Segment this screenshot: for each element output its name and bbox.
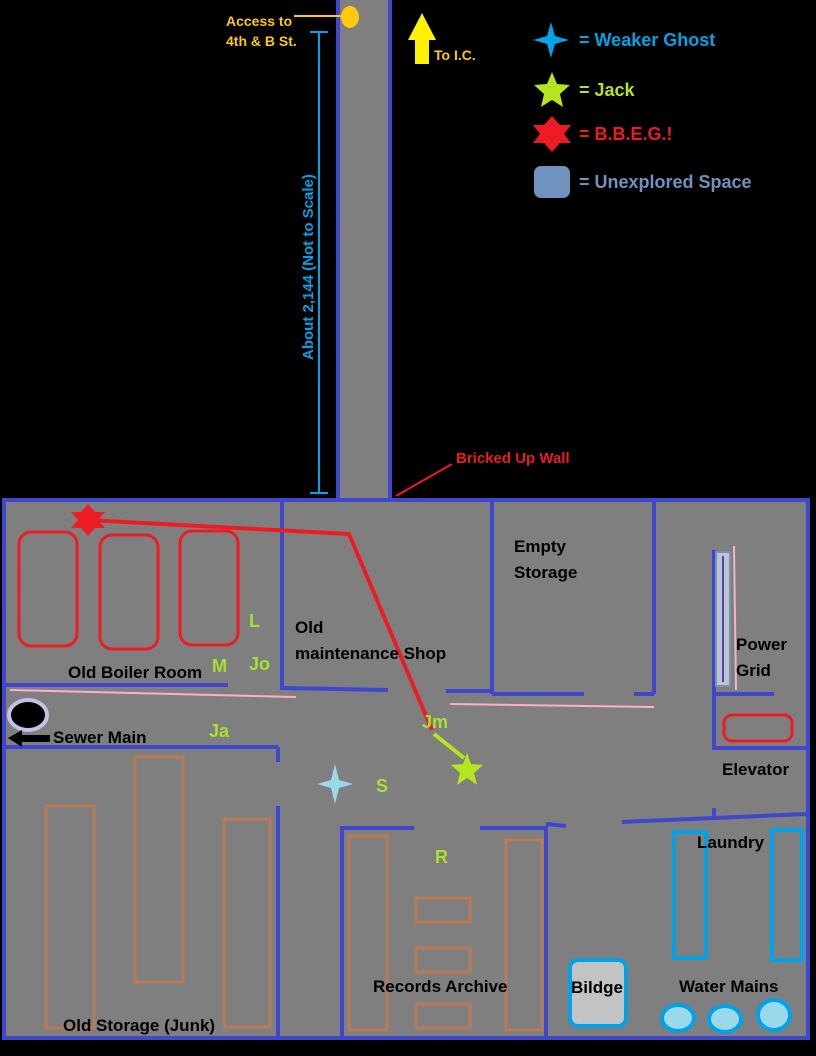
sewer-arrow-icon	[8, 730, 50, 747]
room-label-power-line1: Power	[736, 635, 787, 654]
archive-box	[414, 1002, 472, 1030]
bbeg-route	[87, 518, 434, 731]
archive-shelf	[504, 838, 544, 1032]
laundry-machine	[672, 830, 708, 960]
party-marker-l: L	[249, 611, 260, 631]
storage-rack	[222, 817, 272, 1029]
legend-weaker-ghost-label: = Weaker Ghost	[579, 30, 715, 50]
room-label-sewer: Sewer Main	[53, 728, 147, 747]
archive-box	[414, 946, 472, 974]
storage-rack	[44, 804, 96, 1030]
boilers	[17, 529, 240, 651]
legend-bbeg-icon	[533, 116, 571, 152]
room-label-laundry: Laundry	[697, 833, 765, 852]
room-label-empty-line1: Empty	[514, 537, 567, 556]
sewer-hole	[7, 698, 49, 732]
party-marker-ja: Ja	[209, 721, 230, 741]
up-arrow-icon	[408, 13, 436, 64]
bildge-tank	[568, 958, 628, 1028]
storage-racks	[44, 755, 544, 1032]
water-main-valve	[756, 998, 792, 1032]
water-main-valve	[707, 1004, 743, 1034]
bricked-wall-label: Bricked Up Wall	[456, 450, 570, 467]
jack-route	[432, 732, 466, 760]
room-label-empty-line2: Storage	[514, 563, 577, 582]
legend-unexplored-icon	[534, 166, 570, 198]
access-label-line1: Access to	[226, 13, 292, 29]
scale-bar	[310, 31, 328, 494]
party-marker-jm: Jm	[422, 712, 448, 732]
room-label-bildge: Bildge	[571, 978, 623, 997]
legend-bbeg-label: = B.B.E.G.!	[579, 124, 673, 144]
bricked-wall-pointer	[395, 463, 453, 497]
interior-walls	[6, 502, 807, 1038]
room-label-maintenance-line2: maintenance Shop	[295, 644, 446, 663]
party-marker-s: S	[376, 776, 388, 796]
party-marker-r: R	[435, 847, 448, 867]
room-label-elevator: Elevator	[722, 760, 789, 779]
access-hatch-icon	[341, 6, 359, 28]
storage-rack	[133, 755, 185, 984]
room-label-power-line2: Grid	[736, 661, 771, 680]
party-marker-jo: Jo	[249, 654, 270, 674]
legend-jack-icon	[534, 72, 570, 107]
pink-lines	[9, 545, 737, 708]
room-label-water: Water Mains	[679, 977, 779, 996]
tunnel-corridor	[338, 0, 390, 500]
room-label-maintenance-line1: Old	[295, 618, 323, 637]
party-marker-m: M	[212, 656, 227, 676]
legend-weaker-ghost-icon	[533, 22, 569, 58]
laundry-machines	[672, 828, 804, 962]
archive-shelf	[347, 834, 389, 1032]
legend-unexplored-label: = Unexplored Space	[579, 172, 752, 192]
water-mains	[660, 998, 792, 1034]
water-main-valve	[660, 1003, 696, 1033]
boiler-tank	[98, 533, 160, 651]
room-label-records: Records Archive	[373, 977, 507, 996]
scale-note: About 2,144 (Not to Scale)	[300, 174, 317, 360]
laundry-machine	[770, 828, 804, 962]
boiler-tank	[17, 530, 79, 648]
access-label-line2: 4th & B St.	[226, 33, 297, 49]
room-label-boiler: Old Boiler Room	[68, 663, 202, 682]
archive-box	[414, 896, 472, 924]
weaker-ghost-icon	[317, 764, 353, 804]
jack-star-icon	[451, 753, 483, 785]
legend-jack-label: = Jack	[579, 80, 636, 100]
to-ic-label: To I.C.	[434, 47, 476, 63]
elevator-car	[722, 713, 794, 743]
boiler-tank	[178, 529, 240, 647]
bbeg-star-icon	[71, 504, 105, 536]
room-label-storage: Old Storage (Junk)	[63, 1016, 215, 1035]
